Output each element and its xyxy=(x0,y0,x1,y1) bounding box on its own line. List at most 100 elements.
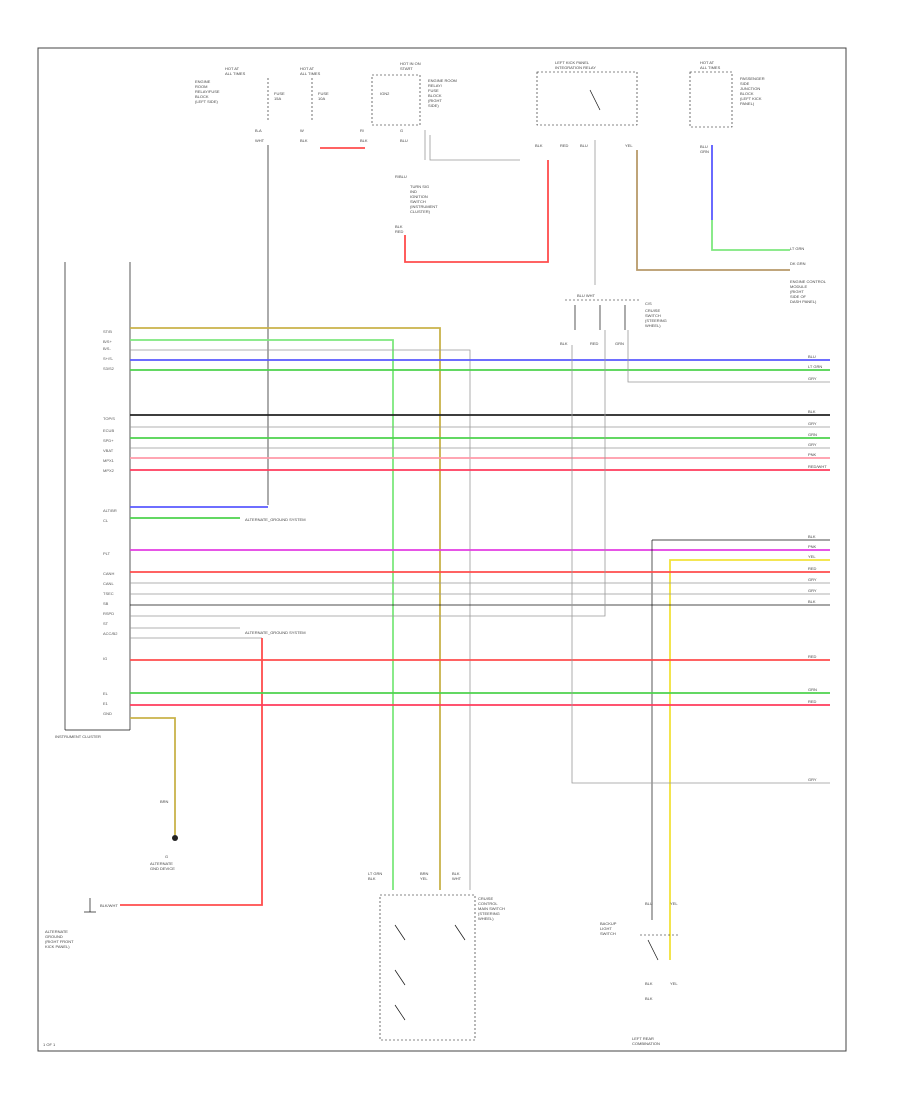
svg-text:PNK: PNK xyxy=(808,452,817,457)
svg-text:VBAT: VBAT xyxy=(103,448,114,453)
svg-text:ENGINE ROOM: ENGINE ROOM xyxy=(428,78,457,83)
right-edge-labels: BLU LT GRN GRY BLK GRY GRN GRY PNK RED/W… xyxy=(808,354,827,782)
svg-text:ST/B: ST/B xyxy=(103,329,112,334)
svg-text:LT GRN: LT GRN xyxy=(790,246,804,251)
svg-text:MPX1: MPX1 xyxy=(103,458,115,463)
svg-text:RED/WHT: RED/WHT xyxy=(808,464,827,469)
page-reference: 1 OF 1 xyxy=(43,1042,56,1047)
svg-text:RSPD: RSPD xyxy=(103,611,114,616)
svg-text:DK GRN: DK GRN xyxy=(790,261,806,266)
svg-text:(STEERING: (STEERING xyxy=(645,318,667,323)
svg-text:SWITCH: SWITCH xyxy=(600,931,616,936)
wire-light-green-1 xyxy=(130,339,394,890)
svg-text:PASSENGER: PASSENGER xyxy=(740,76,765,81)
svg-text:WHT: WHT xyxy=(452,876,462,881)
svg-text:S3/S2: S3/S2 xyxy=(103,366,115,371)
svg-text:IGN2: IGN2 xyxy=(380,91,390,96)
svg-text:BLOCK: BLOCK xyxy=(428,93,442,98)
svg-text:BLU: BLU xyxy=(580,143,588,148)
svg-text:BLK: BLK xyxy=(808,599,816,604)
svg-text:RED: RED xyxy=(590,341,599,346)
svg-text:BLU: BLU xyxy=(808,354,816,359)
wire-gray-1 xyxy=(130,349,471,890)
svg-text:LEFT KICK PANEL: LEFT KICK PANEL xyxy=(555,60,590,65)
svg-text:(RIGHT: (RIGHT xyxy=(428,98,442,103)
svg-text:LT GRN: LT GRN xyxy=(368,871,382,876)
svg-text:GND: GND xyxy=(103,711,112,716)
svg-text:BLU: BLU xyxy=(400,138,408,143)
svg-text:BLK: BLK xyxy=(645,996,653,1001)
svg-text:(LEFT KICK: (LEFT KICK xyxy=(740,96,762,101)
svg-text:BLK: BLK xyxy=(560,341,568,346)
svg-text:GRY: GRY xyxy=(808,777,817,782)
svg-text:HOT IN ON: HOT IN ON xyxy=(400,61,421,66)
svg-text:WHT: WHT xyxy=(255,138,265,143)
wire-gray-mid-3 xyxy=(130,330,606,617)
svg-text:CRUISE: CRUISE xyxy=(645,308,660,313)
svg-text:YEL: YEL xyxy=(808,554,816,559)
svg-text:W: W xyxy=(300,128,304,133)
wire-yellow-brown-top xyxy=(130,327,441,890)
svg-text:(STEERING: (STEERING xyxy=(478,911,500,916)
wire-red-to-ground xyxy=(120,638,263,906)
svg-text:MPX2: MPX2 xyxy=(103,468,115,473)
svg-text:HOT AT: HOT AT xyxy=(700,60,715,65)
svg-text:B/S+: B/S+ xyxy=(103,339,112,344)
svg-text:IG: IG xyxy=(103,656,107,661)
svg-text:S+/S-: S+/S- xyxy=(103,356,114,361)
connector-pin-labels: ST/B B/S+ B/S- S+/S- S3/S2 TOP/S ECUB SP… xyxy=(103,329,118,716)
svg-text:BACKUP: BACKUP xyxy=(600,921,617,926)
svg-text:RED: RED xyxy=(808,654,817,659)
ground-point-1 xyxy=(172,835,178,841)
svg-text:SWITCH: SWITCH xyxy=(645,313,661,318)
svg-text:WHEEL): WHEEL) xyxy=(478,916,494,921)
svg-text:RELAY/FUSE: RELAY/FUSE xyxy=(195,89,220,94)
svg-text:SB: SB xyxy=(103,601,109,606)
svg-text:IND: IND xyxy=(410,189,417,194)
svg-text:EL: EL xyxy=(103,691,109,696)
wire-green-right-fuse xyxy=(711,220,790,251)
svg-text:ALT/BR: ALT/BR xyxy=(103,508,117,513)
svg-text:KICK PANEL): KICK PANEL) xyxy=(45,944,70,949)
svg-text:YEL: YEL xyxy=(670,981,678,986)
svg-text:BRN: BRN xyxy=(420,871,429,876)
svg-text:BLK: BLK xyxy=(808,534,816,539)
svg-text:YEL: YEL xyxy=(625,143,633,148)
svg-text:RED: RED xyxy=(395,229,404,234)
svg-text:BLK: BLK xyxy=(395,224,403,229)
wire-tan-ecm xyxy=(636,150,790,271)
svg-text:WHEEL): WHEEL) xyxy=(645,323,661,328)
alt-ground-label-2: ALTERNATE_GROUND SYSTEM xyxy=(245,630,306,635)
svg-text:G: G xyxy=(400,128,403,133)
wire-gray-relay-feed xyxy=(429,135,520,161)
svg-text:GRN: GRN xyxy=(615,341,624,346)
svg-text:CLUSTER): CLUSTER) xyxy=(410,209,431,214)
svg-text:BLU: BLU xyxy=(700,144,708,149)
svg-text:CRUISE: CRUISE xyxy=(478,896,493,901)
svg-text:GND DEVICE: GND DEVICE xyxy=(150,866,175,871)
wire-gray-long xyxy=(571,345,830,784)
svg-text:(INSTRUMENT: (INSTRUMENT xyxy=(410,204,438,209)
svg-text:ALTERNATE: ALTERNATE xyxy=(45,929,68,934)
svg-text:CANH: CANH xyxy=(103,571,114,576)
svg-text:BLK: BLK xyxy=(645,981,653,986)
svg-text:SPD+: SPD+ xyxy=(103,438,114,443)
svg-text:BLU WHT: BLU WHT xyxy=(577,293,596,298)
svg-text:BLOCK: BLOCK xyxy=(195,94,209,99)
svg-text:CANL: CANL xyxy=(103,581,114,586)
wire-gray-2 xyxy=(627,330,830,383)
svg-text:GROUND: GROUND xyxy=(45,934,63,939)
svg-text:SWITCH: SWITCH xyxy=(410,199,426,204)
svg-text:BRN: BRN xyxy=(160,799,169,804)
svg-text:BLK/WHT: BLK/WHT xyxy=(100,903,118,908)
svg-text:MAIN SWITCH: MAIN SWITCH xyxy=(478,906,505,911)
svg-text:GRY: GRY xyxy=(808,442,817,447)
svg-text:COMBINATION: COMBINATION xyxy=(632,1041,660,1046)
